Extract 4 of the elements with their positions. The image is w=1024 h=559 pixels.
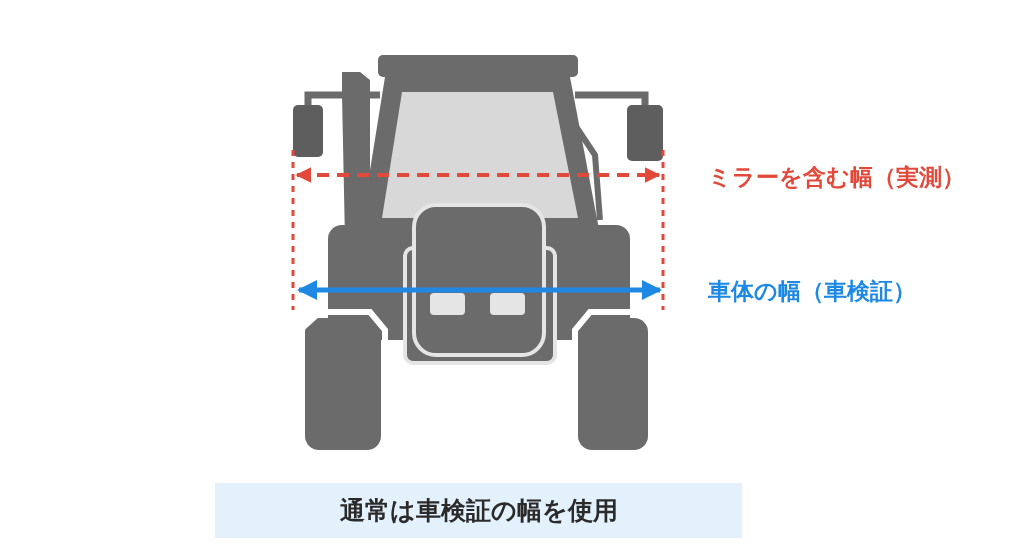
dimension-label: ミラーを含む幅（実測） [708,163,965,192]
dimension-label: 車体の幅（車検証） [708,277,916,306]
note-text: 通常は車検証の幅を使用 [339,495,618,527]
note-box [215,483,742,538]
